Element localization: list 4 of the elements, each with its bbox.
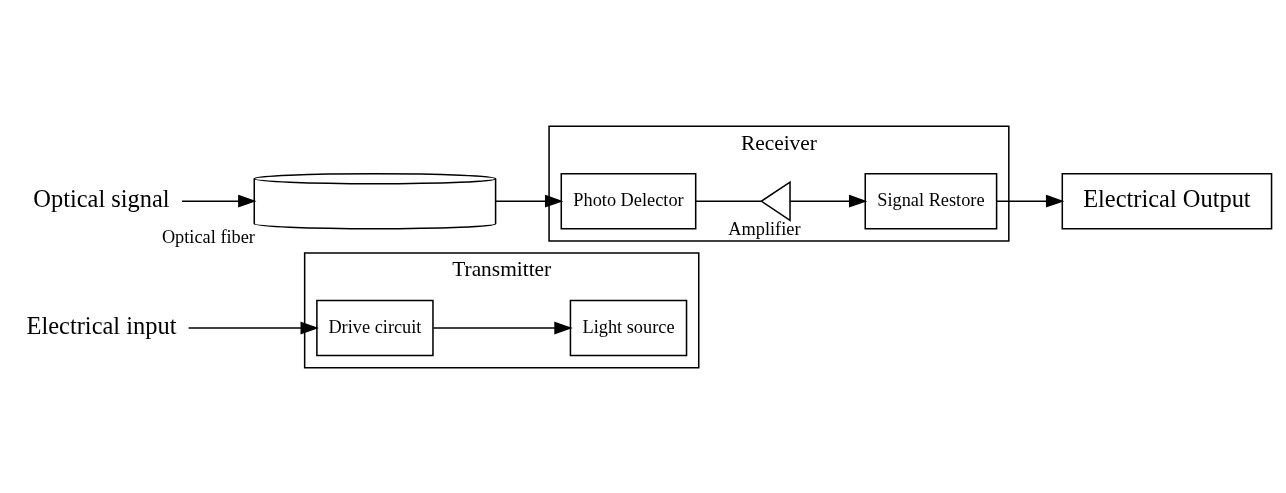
- node-text: Electrical input: [26, 311, 177, 339]
- node-label: Amplifier: [728, 218, 801, 239]
- node-label: Optical fiber: [161, 226, 255, 247]
- node-text: Optical signal: [33, 184, 170, 212]
